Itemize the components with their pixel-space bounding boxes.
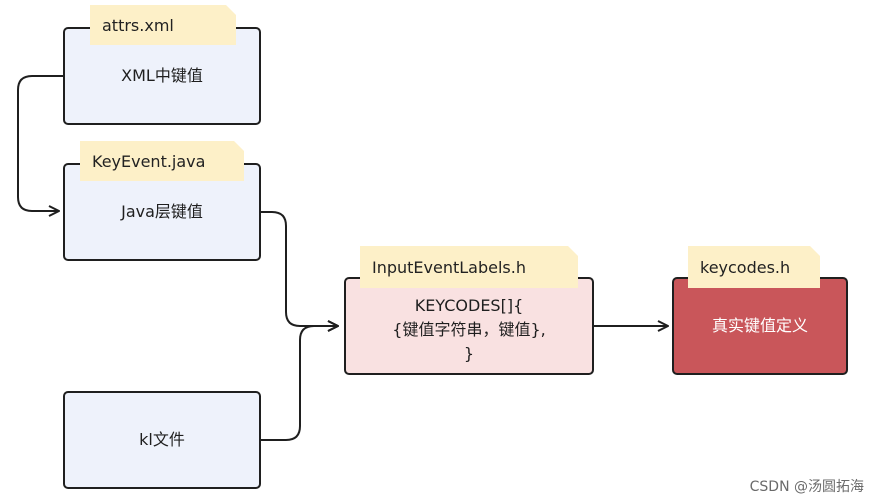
node-kl-label: kl文件 [139,430,185,449]
connector-keyevent-to-labels [261,211,339,332]
tab-attrs-xml: attrs.xml [90,5,236,45]
node-kl-file: kl文件 [63,391,261,489]
connector-kl-to-labels [261,320,339,441]
node-keycodes-h: 真实键值定义 [672,277,848,375]
node-attrs-label: XML中键值 [121,66,203,85]
watermark: CSDN @汤圆拓海 [749,479,864,495]
node-keycodes-label: 真实键值定义 [711,316,808,335]
node-keyevent-label: Java层键值 [121,202,203,221]
code-line-1: KEYCODES[]{ [414,296,524,315]
node-input-event-labels: KEYCODES[]{ {键值字符串，键值}, } [344,277,594,375]
connector-attrs-to-keyevent [17,75,63,217]
tab-keyevent-java: KeyEvent.java [80,141,244,181]
tab-input-event-labels: InputEventLabels.h [360,246,578,288]
code-line-3: } [463,344,475,363]
code-line-2: {键值字符串，键值}, [392,320,546,339]
tab-keycodes-h: keycodes.h [688,246,820,288]
